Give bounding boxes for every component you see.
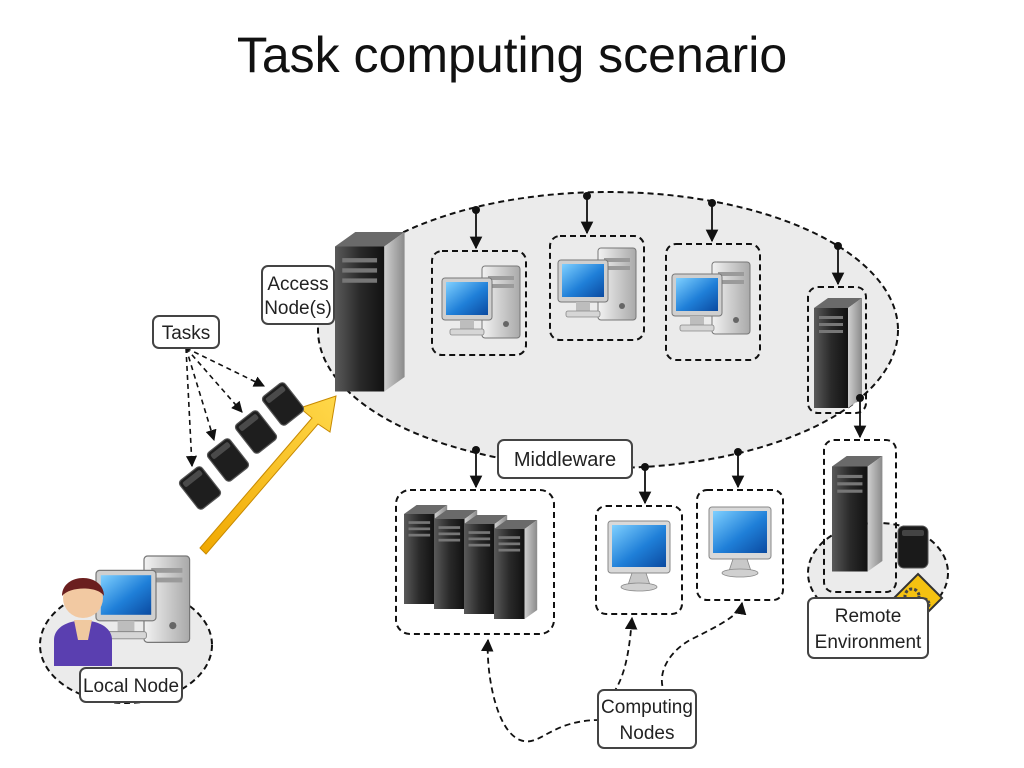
local-node-label: Local Node xyxy=(83,676,179,697)
task-block-icon xyxy=(177,464,223,512)
mobile-device-icon xyxy=(897,525,929,569)
cloud-connectors-top xyxy=(469,196,867,439)
computing-nodes-label-line1: Computing xyxy=(601,697,693,718)
computing-nodes-label-line2: Nodes xyxy=(620,723,675,744)
access-node-label-line1: Access xyxy=(267,274,328,295)
tasks-links xyxy=(185,347,266,468)
task-blocks xyxy=(177,380,306,512)
server-tower-icon xyxy=(832,456,883,572)
cloud-region xyxy=(317,191,899,469)
remote-environment-label-box: Remote Environment xyxy=(807,597,929,659)
computing-node-monitor-2 xyxy=(696,489,784,601)
connector-dots xyxy=(472,192,864,471)
task-block-icon xyxy=(205,436,251,484)
monitor-icon xyxy=(607,520,671,592)
access-node-label-line2: Node(s) xyxy=(264,298,332,319)
slide-title: Task computing scenario xyxy=(236,27,788,83)
cloud-node-1 xyxy=(431,250,527,356)
computing-nodes-links xyxy=(480,601,747,743)
middleware-label-box: Middleware xyxy=(497,439,633,479)
remote-environment-label-line2: Environment xyxy=(815,632,922,653)
access-node-server-icon xyxy=(335,232,405,392)
user-avatar-icon xyxy=(54,578,112,666)
computing-nodes-label-box: Computing Nodes xyxy=(597,689,697,749)
computing-node-monitor-1 xyxy=(595,505,683,615)
computing-cluster-node xyxy=(395,489,555,635)
server-tower-icon xyxy=(814,298,862,408)
submission-arrow-icon xyxy=(199,395,337,555)
middleware-label: Middleware xyxy=(514,449,616,471)
local-node-label-box: Local Node xyxy=(79,667,183,703)
monitor-icon xyxy=(708,506,772,578)
cloud-node-2 xyxy=(549,235,645,341)
cloud-node-4 xyxy=(807,286,867,414)
server-rack-icon xyxy=(404,505,538,619)
remote-environment-label-line1: Remote xyxy=(835,606,902,627)
cloud-connectors-bottom xyxy=(469,450,745,505)
tasks-label-box: Tasks xyxy=(152,315,220,349)
access-node-label-box: Access Node(s) xyxy=(261,265,335,325)
tasks-label: Tasks xyxy=(162,323,211,344)
remote-server-node xyxy=(823,439,897,593)
task-block-icon xyxy=(233,408,279,456)
task-block-icon xyxy=(260,380,306,428)
